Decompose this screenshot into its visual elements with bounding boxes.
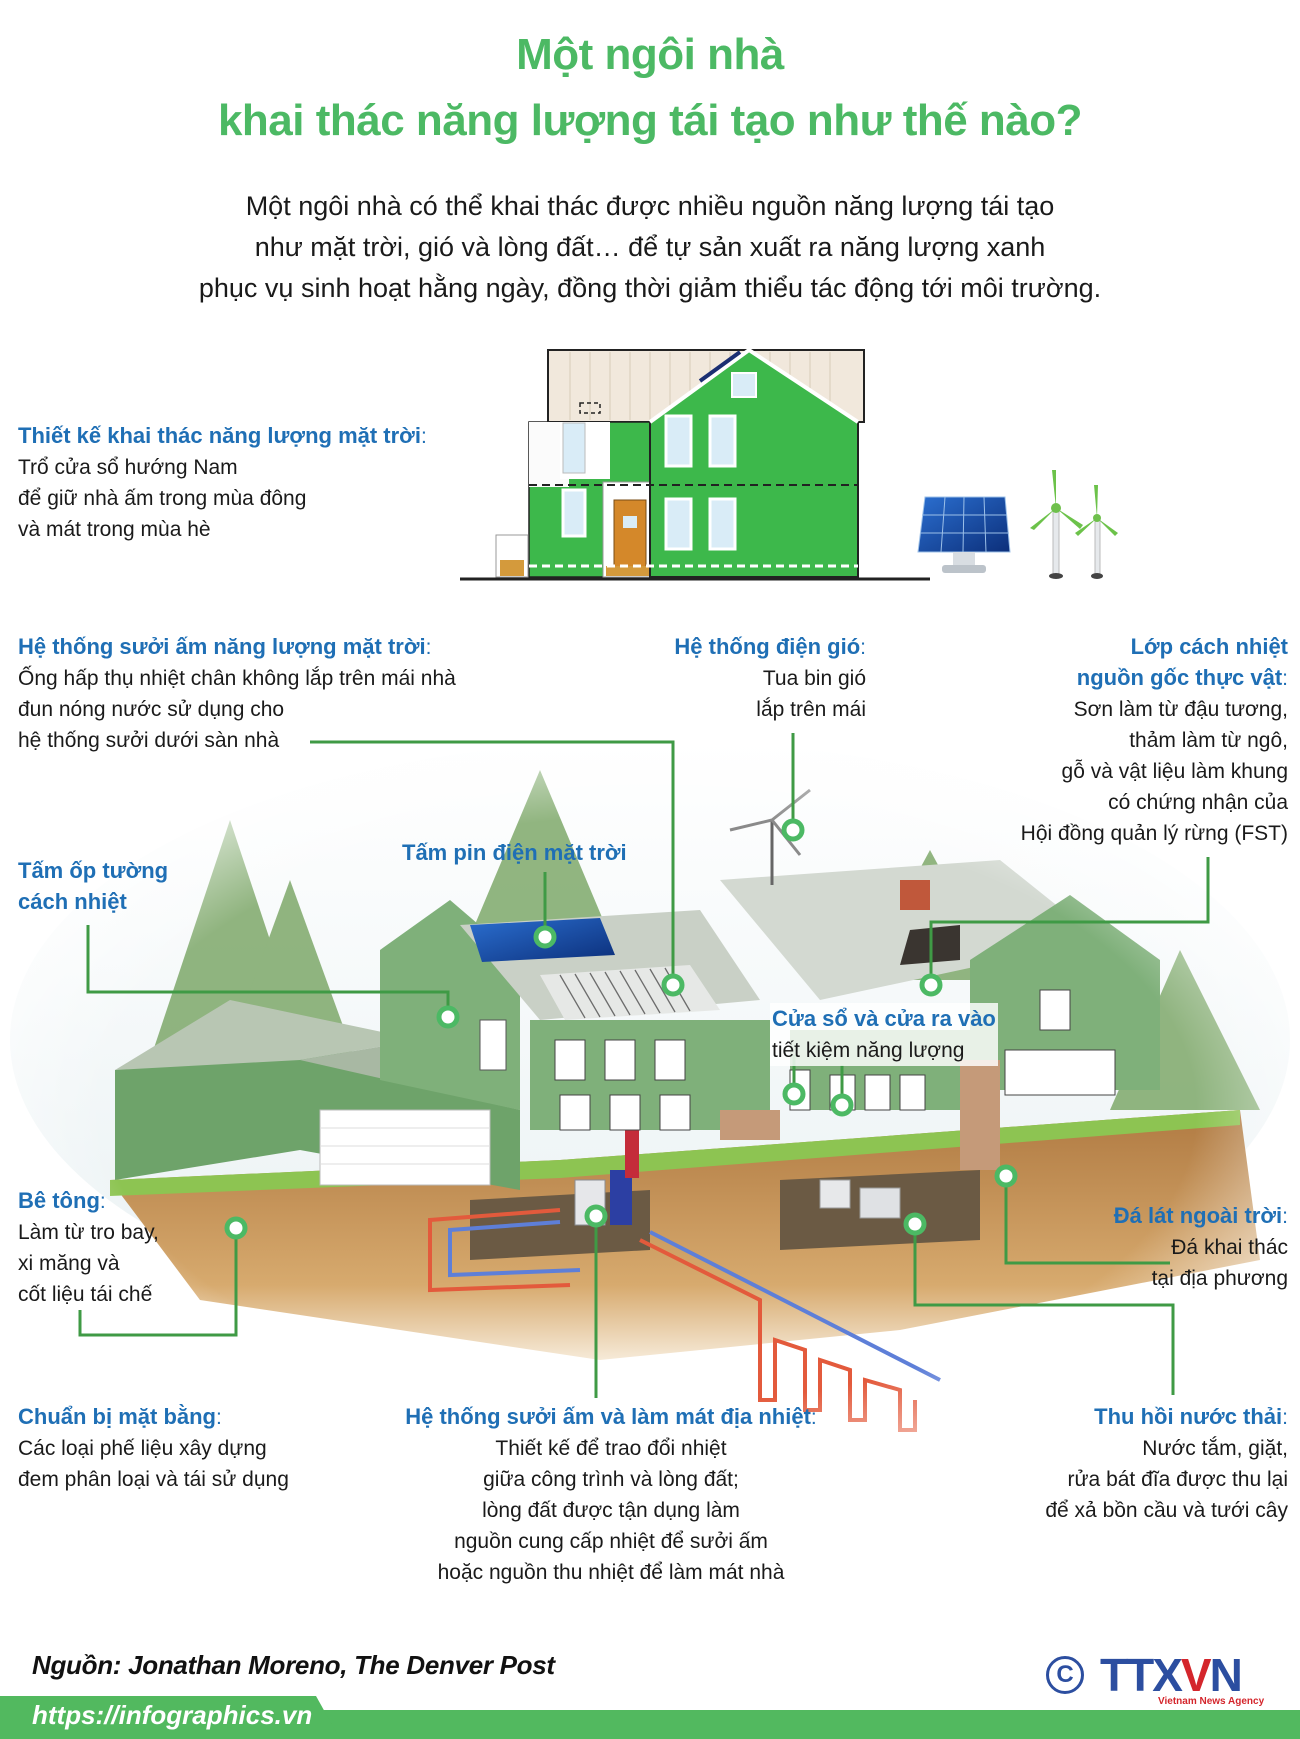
label-geothermal: Hệ thống sưởi ấm và làm mát địa nhiệt: T… (396, 1401, 826, 1588)
label-line: có chứng nhận của (1108, 791, 1288, 814)
label-heading: Thu hồi nước thải (1094, 1404, 1283, 1429)
footer-url-link[interactable]: https://infographics.vn (32, 1700, 313, 1730)
label-heading: Đá lát ngoài trời (1113, 1203, 1283, 1228)
copyright-icon: C (1046, 1656, 1084, 1694)
label-solar-panels: Tấm pin điện mặt trời (402, 837, 627, 868)
page-title-line-2: khai thác năng lượng tái tạo như thế nào… (217, 96, 1083, 145)
label-line: gỗ và vật liệu làm khung (1061, 760, 1288, 783)
label-line: giữa công trình và lòng đất; (483, 1468, 739, 1491)
label-plant-insulation: Lớp cách nhiệt nguồn gốc thực vật: Sơn l… (1021, 631, 1288, 849)
label-line: Làm từ tro bay, (18, 1221, 159, 1244)
label-heading: Thiết kế khai thác năng lượng mặt trời (18, 423, 421, 448)
label-line: xi măng và (18, 1252, 120, 1275)
label-line: hệ thống sưởi dưới sàn nhà (18, 729, 280, 752)
label-line: Hội đồng quản lý rừng (FST) (1020, 822, 1288, 845)
label-line: rửa bát đĩa được thu lại (1067, 1468, 1289, 1491)
house-elevation-drawing (460, 347, 930, 581)
intro-line: phục vụ sinh hoạt hằng ngày, đồng thời g… (198, 273, 1102, 303)
label-line: Nước tắm, giặt, (1142, 1437, 1288, 1460)
label-heading: cách nhiệt (18, 889, 127, 914)
label-line: tiết kiệm năng lượng (770, 1035, 998, 1066)
label-line: Sơn làm từ đậu tương, (1073, 698, 1288, 721)
ttxvn-logo: TTXVN (1100, 1649, 1243, 1701)
source-credit: Nguồn: Jonathan Moreno, The Denver Post (32, 1650, 555, 1680)
label-line: thảm làm từ ngô, (1129, 729, 1288, 752)
label-heading: nguồn gốc thực vật (1076, 665, 1283, 690)
page-title-line-1: Một ngôi nhà (516, 30, 784, 79)
label-line: cốt liệu tái chế (18, 1283, 153, 1306)
label-line: Tua bin gió (762, 667, 866, 690)
label-heading: Hệ thống điện gió (674, 634, 861, 659)
wind-turbine-icon (1030, 470, 1118, 579)
solar-panel-icon (917, 496, 1011, 573)
label-line: hoặc nguồn thu nhiệt để làm mát nhà (437, 1561, 785, 1584)
label-line: Trổ cửa sổ hướng Nam (18, 456, 238, 479)
label-heading: Lớp cách nhiệt (1130, 634, 1288, 659)
footer-url-tab (0, 1696, 340, 1739)
agency-name: Vietnam News Agency (1158, 1696, 1265, 1707)
label-wind-power: Hệ thống điện gió: Tua bin gió lắp trên … (674, 631, 866, 725)
label-passive-solar: Thiết kế khai thác năng lượng mặt trời: … (18, 420, 427, 545)
label-line: Các loại phế liệu xây dựng (18, 1437, 267, 1460)
label-greywater: Thu hồi nước thải: Nước tắm, giặt, rửa b… (1045, 1401, 1288, 1526)
label-line: lắp trên mái (756, 698, 866, 721)
label-line: đem phân loại và tái sử dụng (18, 1468, 289, 1491)
label-line: Thiết kế để trao đổi nhiệt (495, 1437, 727, 1460)
label-heading: Tấm pin điện mặt trời (402, 840, 627, 865)
label-concrete: Bê tông: Làm từ tro bay, xi măng và cốt … (18, 1185, 159, 1310)
label-heading: Hệ thống sưởi ấm năng lượng mặt trời (18, 634, 426, 659)
label-windows-doors: Cửa sổ và cửa ra vào tiết kiệm năng lượn… (770, 1003, 998, 1066)
label-line: đun nóng nước sử dụng cho (18, 698, 285, 721)
label-heading: Cửa sổ và cửa ra vào (772, 1006, 996, 1031)
label-heading: Hệ thống sưởi ấm và làm mát địa nhiệt (405, 1404, 811, 1429)
label-line: và mát trong mùa hè (18, 518, 211, 541)
label-heading: Chuẩn bị mặt bằng (18, 1404, 216, 1429)
label-heading: Bê tông (18, 1188, 100, 1213)
intro-line: như mặt trời, gió và lòng đất… để tự sản… (254, 232, 1046, 262)
label-line: để giữ nhà ấm trong mùa đông (18, 487, 307, 510)
label-paving: Đá lát ngoài trời: Đá khai thác tại địa … (1114, 1200, 1288, 1294)
label-wall-panels: Tấm ốp tường cách nhiệt (18, 855, 168, 917)
label-line: Đá khai thác (1171, 1236, 1288, 1259)
label-solar-heating: Hệ thống sưởi ấm năng lượng mặt trời: Ốn… (18, 631, 456, 756)
label-line: nguồn cung cấp nhiệt để sưởi ấm (454, 1530, 768, 1553)
label-heading: Tấm ốp tường (18, 858, 169, 883)
label-site-prep: Chuẩn bị mặt bằng: Các loại phế liệu xây… (18, 1401, 289, 1495)
label-line: Ống hấp thụ nhiệt chân không lắp trên má… (18, 667, 456, 690)
label-line: để xả bồn cầu và tưới cây (1045, 1499, 1288, 1522)
label-line: lòng đất được tận dụng làm (482, 1499, 740, 1522)
label-line: tại địa phương (1151, 1267, 1288, 1290)
intro-paragraph: Một ngôi nhà có thể khai thác được nhiều… (0, 186, 1300, 309)
intro-line: Một ngôi nhà có thể khai thác được nhiều… (245, 191, 1055, 221)
